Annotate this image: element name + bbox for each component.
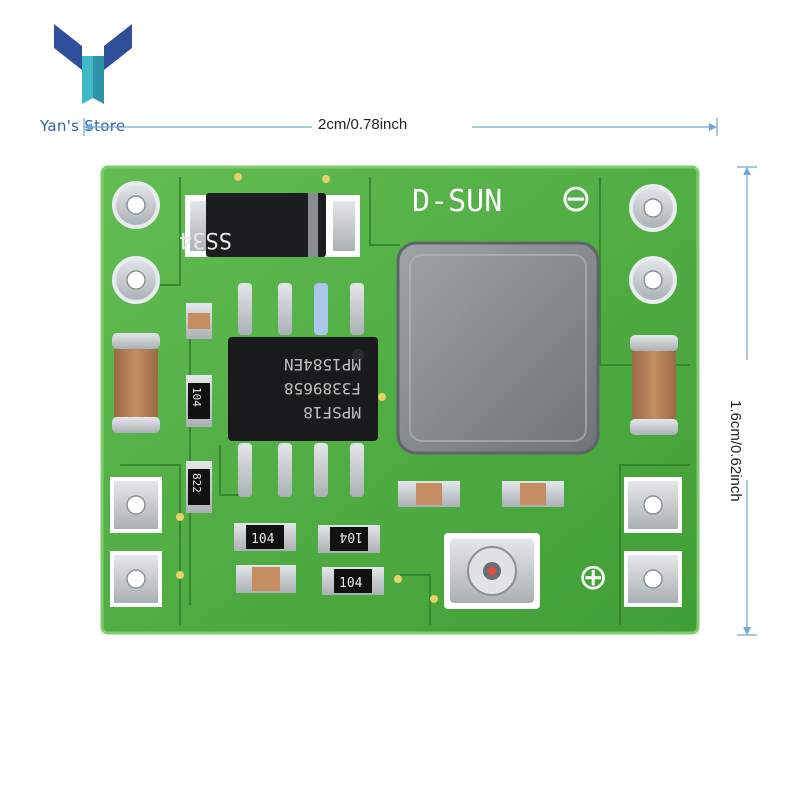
resistor-104-vertical-label: 104 [190,387,203,407]
resistor-104-d: 104 [322,567,384,595]
pad-right-bottom-1 [624,477,682,533]
pad-right-top-2 [629,256,677,304]
store-name: Yan's Store [40,117,126,135]
store-logo [54,24,132,104]
ic-marking-line2: F3389658 [284,379,361,398]
pad-left-bottom-2 [110,551,162,607]
resistor-104-vertical: 104 [186,375,212,427]
minus-symbol: ⊖ [560,176,592,220]
resistor-104-d-label: 104 [339,576,363,591]
pad-left-bottom-1 [110,477,162,533]
pad-left-top-2 [112,256,160,304]
ic-marking-line3: MP1584EN [284,355,361,374]
pad-right-top-1 [629,184,677,232]
output-capacitor [630,335,678,435]
resistor-104-c: 104 [318,525,380,553]
logo-left-wing [54,24,82,70]
smd-cap-mid-2 [502,481,564,507]
height-dimension-label: 1.6cm/0.62inch [727,400,744,502]
resistor-104-c-label: 104 [339,529,363,544]
trimmer-potentiometer [444,533,540,609]
pad-right-bottom-2 [624,551,682,607]
height-dimension-line [737,166,757,636]
resistor-822-label: 822 [190,473,203,493]
silkscreen-brand: D-SUN [412,184,502,219]
width-dimension-label: 2cm/0.78inch [318,116,408,133]
width-dimension-line [83,118,718,136]
pcb-board: D-SUN ⊖ ⊕ SS34 MPSF18 F3389658 MP1584EN [100,165,700,635]
power-inductor [396,241,600,455]
buck-converter-ic: MPSF18 F3389658 MP1584EN [228,283,378,497]
resistor-104-b-label: 104 [251,532,275,547]
resistor-104-b: 104 [234,523,296,551]
logo-right-wing [104,24,132,70]
plus-symbol: ⊕ [578,557,608,598]
schottky-diode: SS34 [179,193,360,257]
vias [176,173,438,603]
diode-marking: SS34 [179,227,232,252]
smd-cap-bottom [236,565,296,593]
resistor-822: 822 [186,461,212,513]
logo-stem-shade [93,56,104,104]
ic-marking-line1: MPSF18 [303,403,361,422]
smd-cap-mid-1 [398,481,460,507]
smd-cap-left [186,303,212,339]
input-capacitor [112,333,160,433]
pad-left-top-1 [112,181,160,229]
